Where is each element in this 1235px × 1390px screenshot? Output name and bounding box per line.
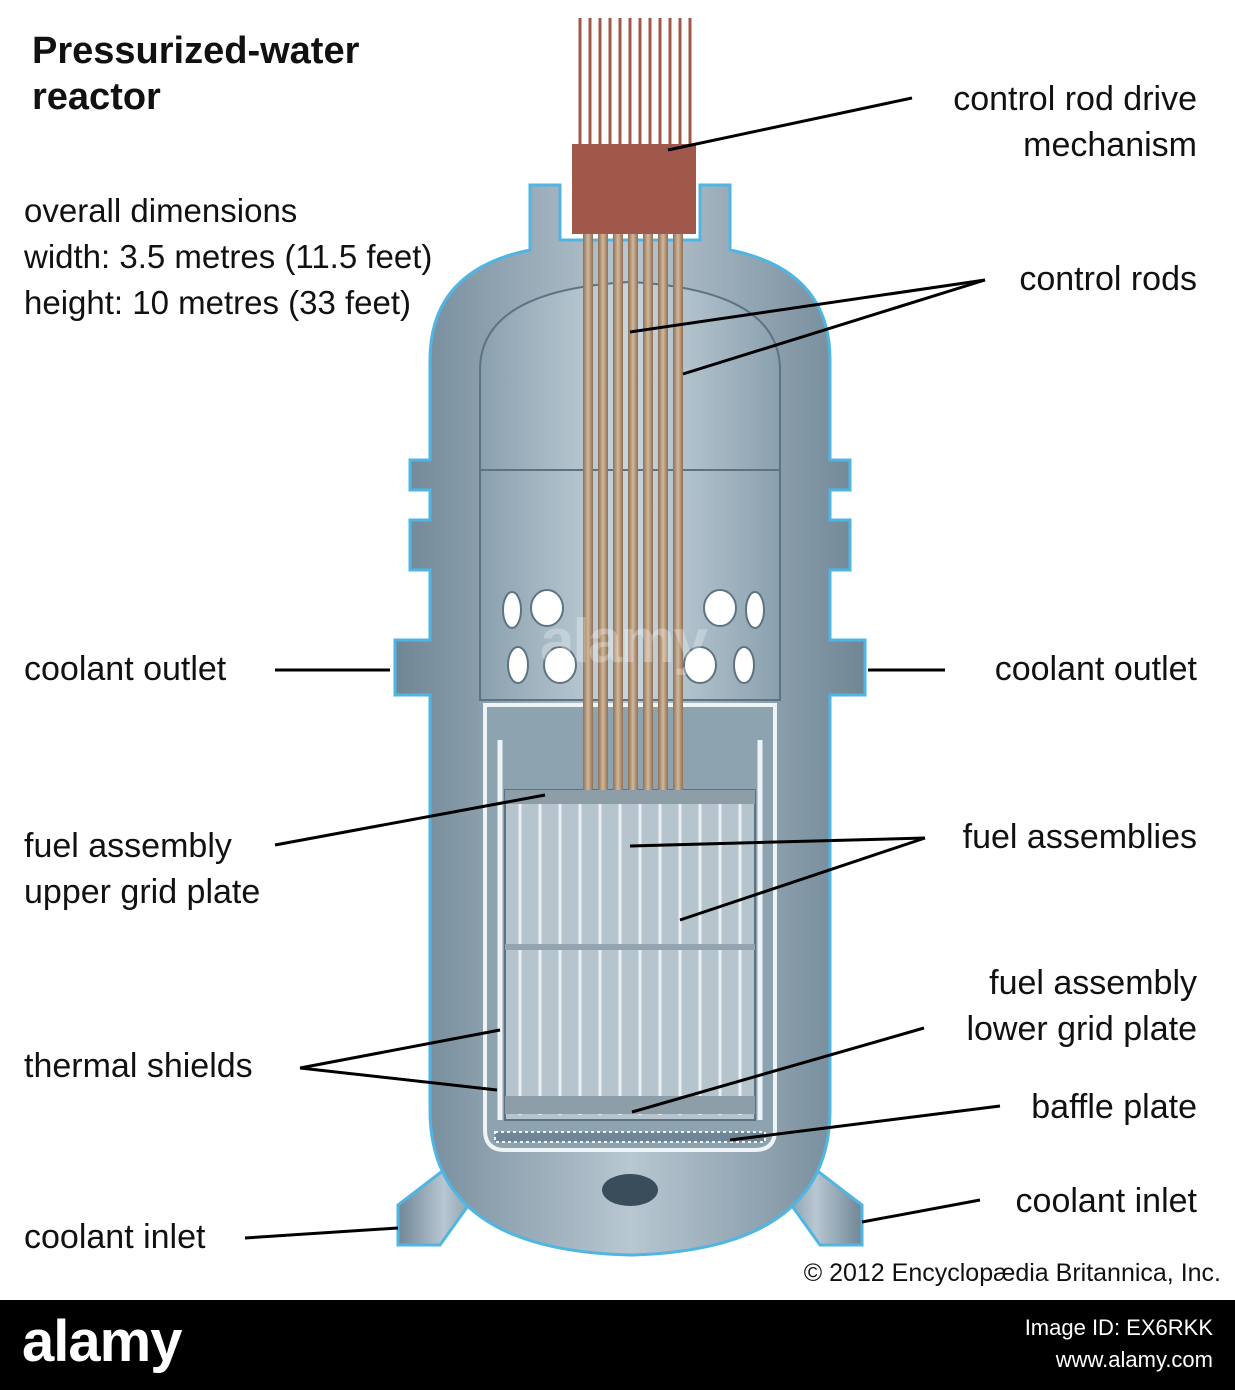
drive-top-wires xyxy=(578,18,692,144)
label-coolant-outlet-left: coolant outlet xyxy=(24,650,227,688)
alamy-logo: alamy xyxy=(22,1309,182,1374)
label-control-rods: control rods xyxy=(1019,260,1197,298)
label-coolant-inlet-right: coolant inlet xyxy=(1015,1182,1197,1220)
lower-grid-plate xyxy=(505,1096,755,1114)
label-control-rod-drive: control rod drive mechanism xyxy=(953,76,1197,168)
upper-grid-plate xyxy=(505,790,755,804)
baffle-plate xyxy=(494,1131,766,1143)
label-coolant-inlet-left: coolant inlet xyxy=(24,1218,206,1256)
dimensions-height: height: 10 metres (33 feet) xyxy=(24,284,412,321)
bottom-opening xyxy=(602,1174,658,1206)
flow-holes xyxy=(502,589,765,684)
image-id: Image ID: EX6RKK xyxy=(1024,1315,1213,1340)
label-baffle-plate: baffle plate xyxy=(1031,1088,1197,1126)
label-fuel-upper-grid-line2: upper grid plate xyxy=(24,873,261,911)
label-fuel-lower-grid: fuel assembly lower grid plate xyxy=(966,960,1197,1052)
reactor-diagram xyxy=(244,18,1001,1257)
leader-lines xyxy=(244,96,1001,1240)
site-url: www.alamy.com xyxy=(1055,1347,1213,1372)
label-fuel-lower-grid-line1: fuel assembly xyxy=(989,964,1197,1002)
title-line-1: Pressurized-water xyxy=(32,30,360,72)
dimensions-width: width: 3.5 metres (11.5 feet) xyxy=(24,238,433,275)
dimensions-note: overall dimensions width: 3.5 metres (11… xyxy=(24,188,432,326)
footer-info: Image ID: EX6RKK www.alamy.com xyxy=(1025,1312,1213,1376)
label-thermal-shields: thermal shields xyxy=(24,1047,253,1085)
fuel-assemblies-region xyxy=(504,789,756,1121)
dimensions-heading: overall dimensions xyxy=(24,192,298,229)
fuel-rods xyxy=(518,795,742,1115)
footer-bar: alamy Image ID: EX6RKK www.alamy.com xyxy=(0,1300,1235,1390)
title-line-2: reactor xyxy=(32,76,161,118)
label-fuel-upper-grid: fuel assembly upper grid plate xyxy=(24,823,260,915)
control-rod-drive xyxy=(572,144,696,234)
control-rods xyxy=(583,160,683,790)
watermark: alamy xyxy=(540,607,708,676)
label-coolant-outlet-right: coolant outlet xyxy=(994,650,1197,688)
diagram-title: Pressurized-water reactor xyxy=(32,28,359,120)
label-control-rod-drive-line2: mechanism xyxy=(1023,126,1197,164)
mid-grid xyxy=(505,944,755,950)
label-fuel-assemblies: fuel assemblies xyxy=(962,818,1197,856)
copyright-notice: © 2012 Encyclopædia Britannica, Inc. xyxy=(803,1259,1221,1287)
label-fuel-upper-grid-line1: fuel assembly xyxy=(24,827,232,865)
label-fuel-lower-grid-line2: lower grid plate xyxy=(966,1010,1197,1048)
label-control-rod-drive-line1: control rod drive xyxy=(953,80,1197,118)
